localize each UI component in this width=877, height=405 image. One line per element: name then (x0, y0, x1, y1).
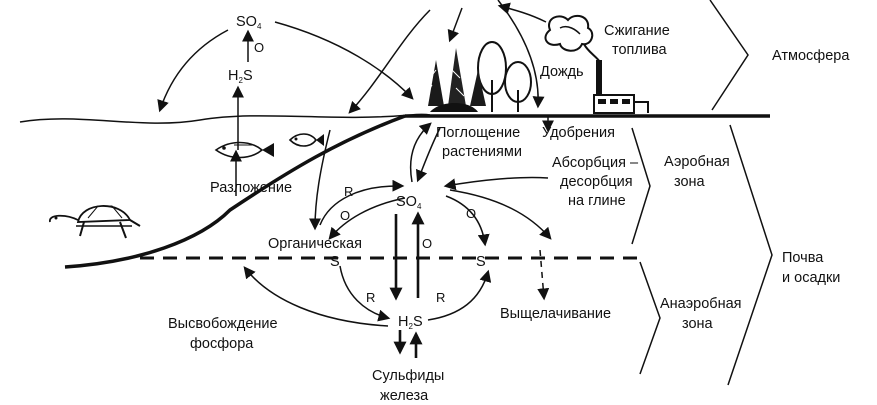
so4-sky-label: SO4 (236, 14, 262, 31)
aerobic-zone-line2: зона (674, 174, 706, 190)
arrow-so4-to-leach (449, 189, 552, 240)
arrow-ground-to-organic (309, 129, 331, 231)
arrow-absorption-to-so4 (443, 176, 549, 191)
arrow-h2s-to-s (427, 269, 492, 321)
anaerobic-zone-bracket (639, 261, 661, 375)
smoke-cloud-icon (544, 14, 601, 63)
arrow-so4-to-ground (274, 21, 414, 100)
o-label-left: O (340, 208, 350, 223)
soil-label-line1: Почва (782, 250, 824, 266)
leaching-label: Выщелачивание (500, 306, 611, 322)
arrow-sky-to-surface (348, 9, 431, 114)
absorption-line3: на глине (568, 193, 626, 209)
fuel-label-line1: Сжигание (604, 23, 670, 39)
o-label-sky: O (254, 40, 264, 55)
r-label-bottom-left: R (366, 290, 375, 305)
arrow-sky-to-forest (447, 7, 463, 43)
fish-small-icon (288, 133, 324, 147)
r-label-bottom-right: R (436, 290, 445, 305)
phosphorus-line2: фосфора (190, 336, 254, 352)
rain-label: Дождь (540, 64, 584, 80)
decomposition-label: Разложение (210, 180, 292, 196)
absorption-line2: десорбция (560, 174, 633, 190)
iron-sulfides-line2: железа (380, 388, 429, 404)
arrow-organic-to-so4 (319, 179, 405, 226)
plant-uptake-line1: Поглощение (436, 125, 520, 141)
organic-s-label: S (330, 254, 340, 270)
water-surface-line (19, 113, 431, 124)
arrow-so4-to-water (157, 29, 229, 113)
factory-icon (593, 60, 649, 114)
arrow-so4-to-s (445, 195, 490, 247)
iron-sulfides-line1: Сульфиды (372, 368, 444, 384)
aerobic-zone-line1: Аэробная (664, 154, 730, 170)
h2s-soil-label: H2S (398, 314, 423, 331)
h2s-sky-label: H2S (228, 68, 253, 85)
atmosphere-bracket (709, 0, 749, 111)
sediment-bed-line (64, 114, 406, 269)
turtle-icon (49, 205, 141, 239)
plant-uptake-line2: растениями (442, 144, 522, 160)
forest-icon (425, 41, 532, 112)
arrow-plants-to-so4 (415, 127, 441, 183)
fertilizers-label: Удобрения (542, 125, 615, 141)
absorption-line1: Абсорбция – (552, 155, 639, 171)
arrow-leaching (537, 249, 550, 301)
o-label-right: O (466, 206, 476, 221)
arrow-so4-to-plants (409, 122, 432, 183)
soil-bracket (727, 124, 773, 386)
arrow-organic-to-h2s (339, 265, 391, 322)
fish-icon (214, 141, 274, 159)
soil-label-line2: и осадки (782, 270, 840, 286)
anaerobic-zone-line1: Анаэробная (660, 296, 742, 312)
organic-label: Органическая (268, 236, 362, 252)
aerobic-zone-bracket (631, 127, 651, 245)
atmosphere-label: Атмосфера (772, 48, 850, 64)
anaerobic-zone-line2: зона (682, 316, 714, 332)
elemental-s-label: S (476, 254, 486, 270)
arrow-so4-to-organic (328, 197, 406, 240)
so4-soil-label: SO4 (396, 194, 422, 211)
fuel-label-line2: топлива (612, 42, 667, 58)
arrow-fuel-to-sky (497, 2, 547, 23)
arrow-h2s-to-decomposition (243, 266, 389, 327)
r-label-left: R (344, 184, 353, 199)
phosphorus-line1: Высвобождение (168, 316, 278, 332)
o-label-center: O (422, 236, 432, 251)
